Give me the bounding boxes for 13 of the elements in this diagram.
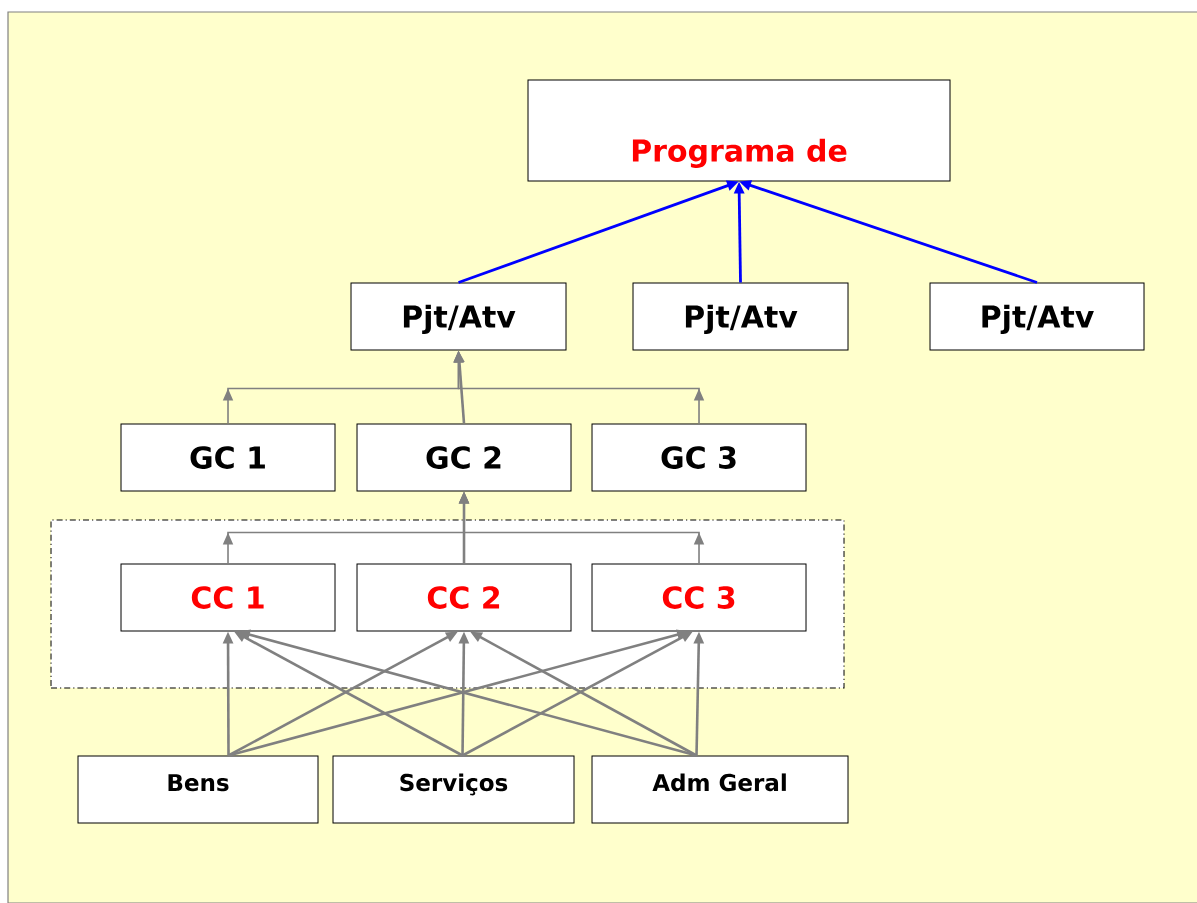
source-box: Serviços — [332, 755, 575, 824]
cost-center-box: CC 3 — [591, 563, 807, 632]
group-box: GC 2 — [356, 423, 572, 492]
group-box: GC 1 — [120, 423, 336, 492]
group-box: GC 3 — [591, 423, 807, 492]
cost-center-box: CC 1 — [120, 563, 336, 632]
cost-center-box: CC 2 — [356, 563, 572, 632]
source-box: Bens — [77, 755, 319, 824]
project-box: Pjt/Atv — [632, 282, 849, 351]
project-box: Pjt/Atv — [350, 282, 567, 351]
source-box: Adm Geral — [591, 755, 849, 824]
title-box: Programa de — [527, 79, 951, 182]
project-box: Pjt/Atv — [929, 282, 1145, 351]
